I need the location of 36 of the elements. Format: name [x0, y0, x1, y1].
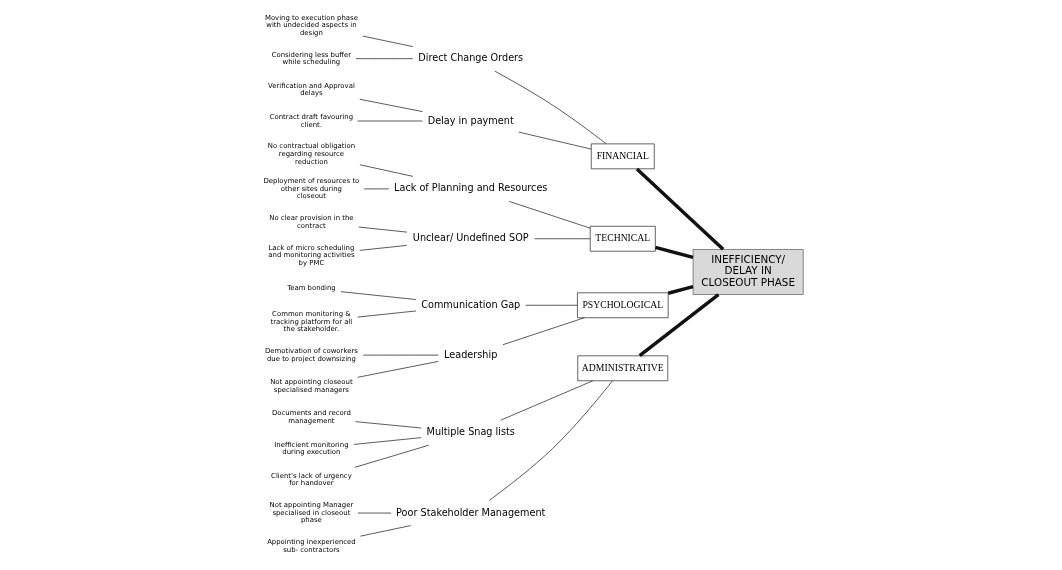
connector	[354, 444, 430, 468]
connector	[357, 361, 439, 378]
connector	[360, 525, 411, 537]
connector	[525, 304, 578, 306]
connector	[358, 226, 408, 233]
connector	[359, 245, 408, 251]
connector	[355, 421, 422, 429]
connector	[359, 98, 423, 112]
connector	[362, 35, 414, 47]
node-box: TECHNICAL	[589, 225, 656, 252]
node-text: Multiple Snag lists	[426, 426, 515, 438]
connector	[502, 317, 585, 346]
node-text: Leadership	[444, 348, 498, 360]
node-text: Direct Change Orders	[418, 52, 524, 64]
connector	[500, 380, 594, 421]
connector	[359, 164, 414, 177]
node-box: ADMINISTRATIVE	[577, 355, 669, 382]
connector	[518, 131, 592, 150]
node-box: PSYCHOLOGICAL	[577, 292, 669, 319]
connector	[654, 245, 694, 260]
connector	[488, 380, 613, 501]
node-text: Delay in payment	[427, 114, 514, 126]
connector	[638, 293, 720, 358]
connector	[494, 70, 607, 145]
node-box: FINANCIAL	[590, 143, 655, 170]
node-text: Lack of Planning and Resources	[394, 182, 548, 194]
connector	[508, 201, 591, 229]
connector	[357, 310, 417, 318]
node-box: INEFFICIENCY/ DELAY IN CLOSEOUT PHASE	[692, 249, 804, 295]
connector	[635, 167, 725, 251]
node-text: Unclear/ Undefined SOP	[412, 232, 529, 244]
connector	[353, 437, 422, 445]
connector	[340, 291, 417, 300]
node-text: Poor Stakeholder Management	[396, 506, 546, 518]
connector	[667, 284, 694, 295]
node-text: Communication Gap	[421, 298, 521, 310]
